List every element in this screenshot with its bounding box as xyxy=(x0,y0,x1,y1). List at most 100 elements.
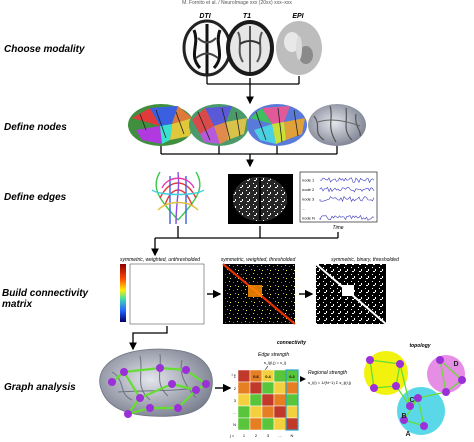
topology-node-letter: B xyxy=(401,413,406,420)
dti-brain-image xyxy=(182,19,232,77)
timeseries-trace xyxy=(319,195,375,203)
connectivity-cell xyxy=(285,417,299,431)
topology-node xyxy=(420,422,428,430)
brain-edge xyxy=(122,370,142,400)
topology-node-letter: A xyxy=(405,431,410,438)
topology-nodes xyxy=(366,356,466,430)
connectivity-cell xyxy=(261,417,275,431)
topology-node xyxy=(370,384,378,392)
analysis-brain-nodes xyxy=(108,364,210,418)
timeseries-lines xyxy=(319,177,375,221)
parcellation-brain-1 xyxy=(128,104,194,146)
brain-node xyxy=(174,404,182,412)
connectivity-cell xyxy=(285,405,299,419)
brain-edge xyxy=(184,368,208,386)
parcellation-brain-4 xyxy=(308,104,366,146)
connectivity-col-label: ... xyxy=(278,433,281,438)
matrix-title-unthresholded: symmetric, weighted, unthresholded xyxy=(120,257,200,263)
matrix-unthresholded xyxy=(120,263,205,325)
timeseries-node-label: node 2 xyxy=(302,187,315,192)
connectivity-cell xyxy=(237,369,251,383)
stage-label-matrix-line1: Build connectivity xyxy=(2,288,89,299)
stage-label-matrix-line2: matrix xyxy=(2,299,32,310)
connectivity-cell xyxy=(261,393,275,407)
brain-node xyxy=(136,394,144,402)
page-header-citation: M. Fornito et al. / NeuroImage xxx (20xx… xyxy=(182,0,292,6)
topology-edge xyxy=(417,391,447,399)
timeseries-node-label: node N xyxy=(302,216,315,221)
topology-module-pink xyxy=(427,355,465,393)
connectivity-col-label: N xyxy=(291,433,294,438)
brain-node xyxy=(146,404,154,412)
topology-node xyxy=(392,382,400,390)
edge-strength-label: Edge strength xyxy=(258,352,289,358)
connectivity-cell-value: 0.6 xyxy=(253,374,259,379)
parcellation-brains xyxy=(128,104,366,146)
topology-node xyxy=(400,416,408,424)
regional-strength-label: Regional strength xyxy=(308,370,347,376)
brain-node xyxy=(108,378,116,386)
topology-node xyxy=(406,402,414,410)
brain-node xyxy=(168,380,176,388)
analysis-brain xyxy=(99,348,213,418)
topology-edge xyxy=(399,363,411,407)
topology-node xyxy=(436,356,444,364)
topology-edge xyxy=(439,359,447,393)
modality-to-nodes-arrows xyxy=(206,76,300,105)
modality-label-dti: DTI xyxy=(199,13,211,20)
connectivity-cell xyxy=(285,393,299,407)
matrix-binary-thresholded xyxy=(315,263,387,325)
connectivity-cell xyxy=(237,393,251,407)
stage-label-nodes: Define nodes xyxy=(4,122,67,133)
brain-node xyxy=(124,410,132,418)
topology-edge xyxy=(395,385,411,407)
modality-label-epi: EPI xyxy=(292,13,304,20)
stage-label-modality: Choose modality xyxy=(4,44,85,55)
connectivity-col-label: 3 xyxy=(267,433,270,438)
connectivity-row-label: i = xyxy=(232,372,237,377)
topology-edge xyxy=(439,359,463,381)
connectivity-cell xyxy=(273,381,287,395)
connectivity-row-label: N xyxy=(233,422,236,427)
connectivity-row-label: 3 xyxy=(234,398,237,403)
modality-images: DTI T1 EPI xyxy=(182,13,322,77)
brain-node xyxy=(202,380,210,388)
brain-edge xyxy=(122,366,162,374)
topology-node xyxy=(396,360,404,368)
connectivity-cell xyxy=(273,405,287,419)
topology-title: topology xyxy=(409,343,430,349)
connectivity-highlight-column xyxy=(285,369,299,431)
connectivity-row-label: 2 xyxy=(234,386,237,391)
timeseries-trace xyxy=(319,186,375,193)
connectivity-title: connectivity xyxy=(277,340,306,346)
connectivity-col-label: 2 xyxy=(255,433,258,438)
connectivity-panel: connectivity Edge strength s_ij(i,j) = c… xyxy=(229,340,352,438)
timeseries-trace xyxy=(319,177,375,184)
topology-edge xyxy=(369,359,375,389)
connectivity-cell xyxy=(273,393,287,407)
brain-node xyxy=(156,364,164,372)
brain-node xyxy=(192,386,200,394)
connectivity-cell xyxy=(273,369,287,383)
t1-brain-image xyxy=(226,20,274,76)
topology-node xyxy=(414,394,422,402)
functional-brain-mask xyxy=(228,174,293,224)
topology-node xyxy=(442,388,450,396)
matrix-to-analysis-arrow xyxy=(129,326,168,351)
connectivity-cell xyxy=(237,405,251,419)
stage-label-edges: Define edges xyxy=(4,192,67,203)
modality-label-t1: T1 xyxy=(243,13,251,20)
brain-edge xyxy=(158,366,188,372)
timeseries-node-label: node 3 xyxy=(302,197,315,202)
topology-node xyxy=(366,356,374,364)
connectivity-cell xyxy=(285,381,299,395)
matrix-colorbar xyxy=(120,264,126,322)
stage-label-analysis: Graph analysis xyxy=(4,382,76,393)
connectivity-cell xyxy=(249,381,263,395)
connectivity-cell xyxy=(273,417,287,431)
connectivity-row-label: 1 xyxy=(234,374,237,379)
